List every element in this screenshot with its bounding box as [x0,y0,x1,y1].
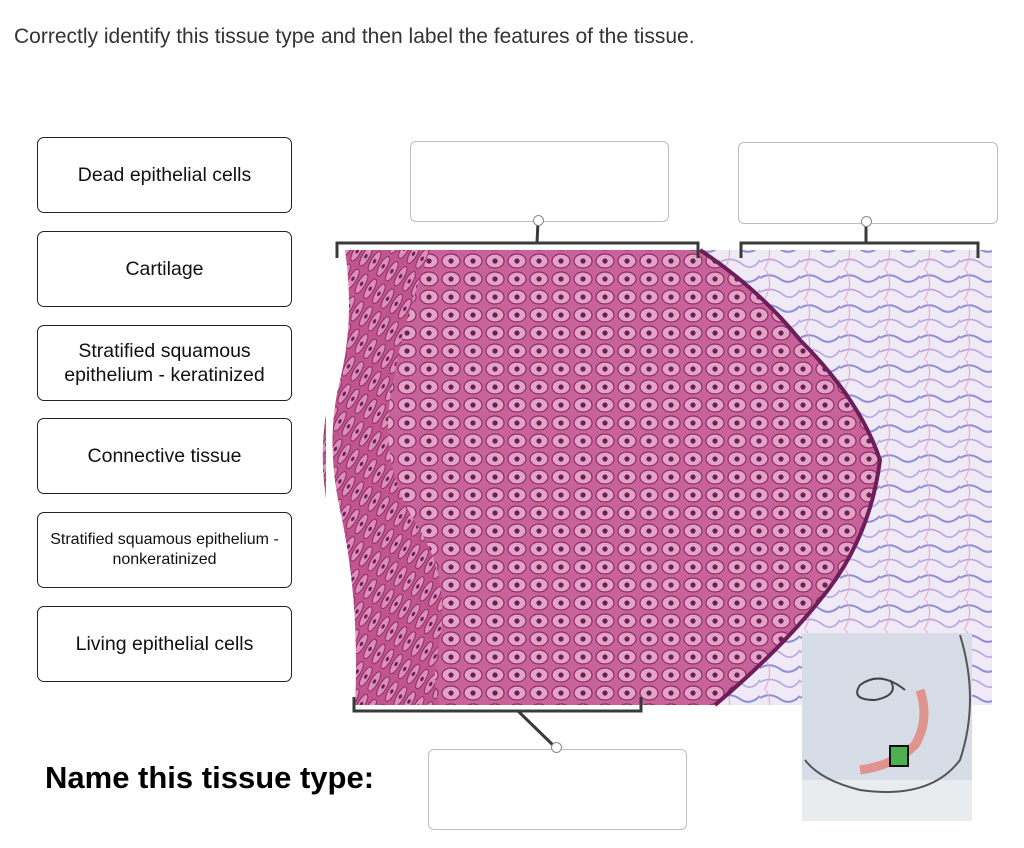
drop-target-tissue-name[interactable] [428,749,687,830]
drop-target-top-left[interactable] [410,141,669,222]
location-marker-icon [889,745,909,767]
chip-text: Dead epithelial cells [77,163,252,186]
chip-text: Cartilage [125,257,204,280]
label-chip-dead-epithelial-cells[interactable]: Dead epithelial cells [37,137,292,213]
label-chip-stratified-nonkeratinized[interactable]: Stratified squamous epithelium - nonkera… [37,512,292,588]
label-chip-living-epithelial-cells[interactable]: Living epithelial cells [37,606,292,682]
lumen-space [326,250,356,705]
location-inset [802,633,972,821]
drop-target-top-right[interactable] [738,142,998,224]
label-chip-cartilage[interactable]: Cartilage [37,231,292,307]
drop-target-handle-icon [533,215,544,226]
epithelium-living-layer [340,250,880,705]
drop-target-handle-icon [861,216,872,227]
chip-text: Living epithelial cells [75,632,254,655]
instructions-text: Correctly identify this tissue type and … [14,25,695,48]
basement-membrane [698,248,883,707]
drop-target-handle-icon [551,742,562,753]
label-chip-connective-tissue[interactable]: Connective tissue [37,418,292,494]
name-tissue-prompt: Name this tissue type: [45,760,375,795]
chip-text: Stratified squamous epithelium - nonkera… [50,531,279,568]
chip-text: Connective tissue [87,444,242,467]
bracket-bottom [352,697,643,750]
chip-text: Stratified squamous epithelium - keratin… [64,339,265,386]
label-chip-stratified-keratinized[interactable]: Stratified squamous epithelium - keratin… [37,325,292,401]
